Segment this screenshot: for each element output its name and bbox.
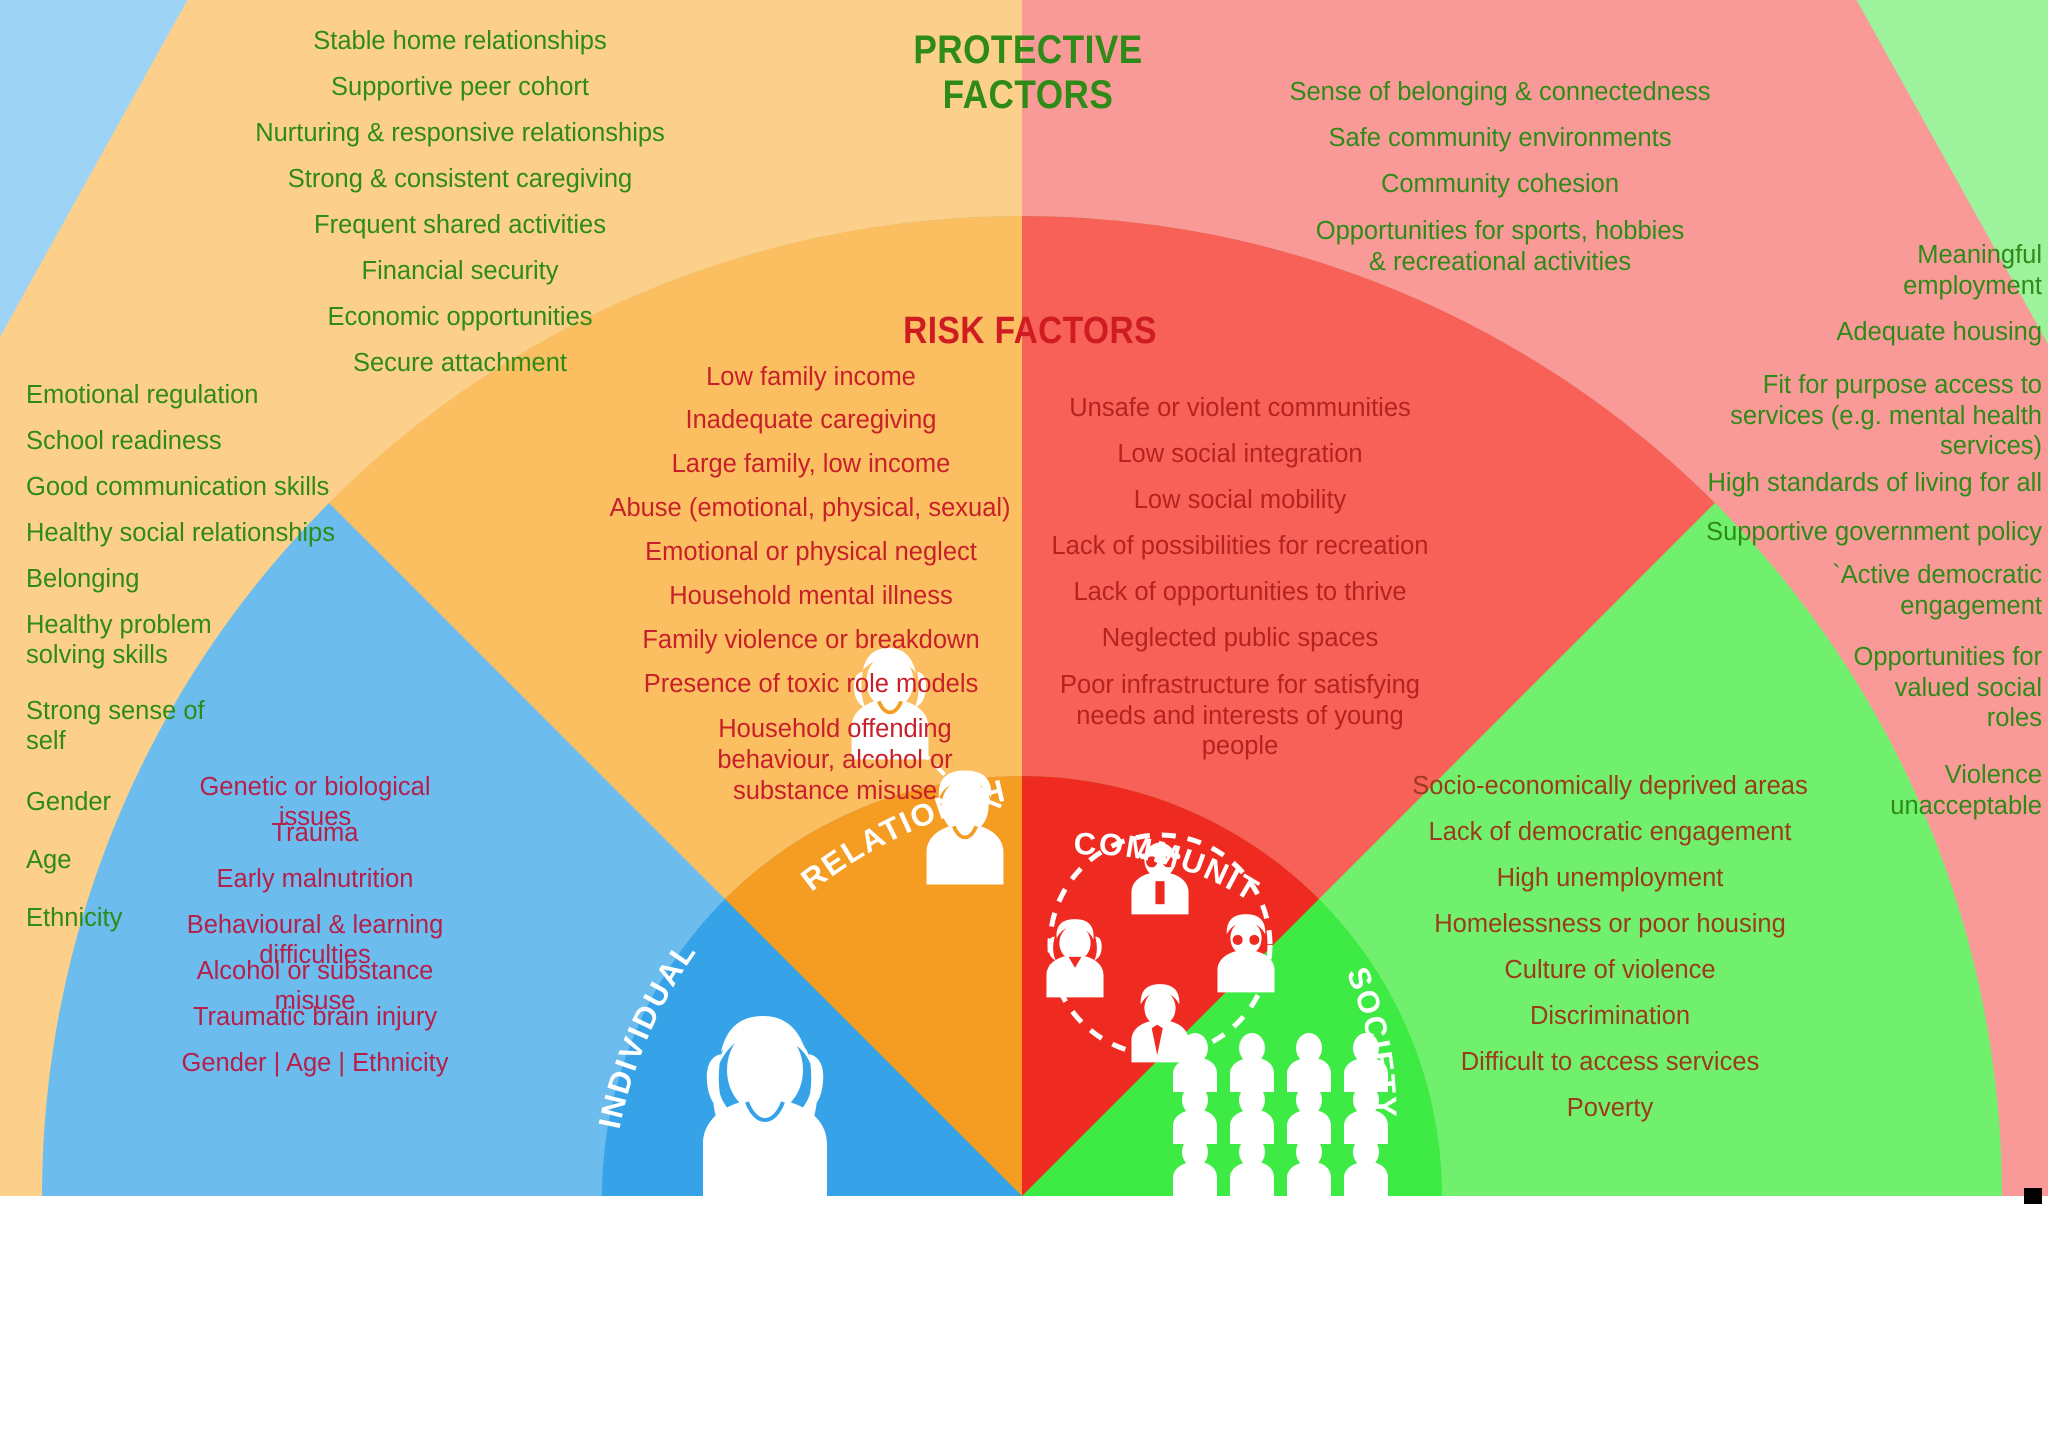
ecological-model-figure: INDIVIDUAL RELATIONSHIPS COMMUNITY SOCIE…	[0, 0, 2048, 1196]
relationships-protective-item: Stable home relationships	[313, 27, 607, 55]
individual-risk-item: Traumatic brain injury	[192, 1003, 438, 1031]
community-risk-item: Unsafe or violent communities	[1069, 394, 1411, 422]
society-risk-item: Homelessness or poor housing	[1434, 910, 1786, 938]
community-risk-item: Lack of opportunities to thrive	[1073, 578, 1407, 606]
individual-risk-item: Alcohol or substance misuse	[196, 957, 434, 1015]
society-protective-item: High standards of living for all	[1707, 469, 2042, 497]
relationships-risk-item: Household mental illness	[669, 582, 953, 610]
society-protective-item: Adequate housing	[1836, 318, 2042, 346]
community-protective-item: Community cohesion	[1380, 170, 1620, 198]
relationships-risk-item: Inadequate caregiving	[685, 406, 937, 434]
individual-protective-item: Age	[26, 846, 72, 874]
society-protective-item: Meaningful employment	[1903, 241, 2042, 300]
society-risk-item: Culture of violence	[1504, 956, 1716, 984]
society-risk-item: Difficult to access services	[1460, 1048, 1760, 1076]
individual-risk-item: Trauma	[271, 819, 359, 847]
relationships-risk-item: Family violence or breakdown	[642, 626, 980, 654]
individual-protective-item: Healthy social relationships	[26, 519, 335, 547]
fan-background: INDIVIDUAL RELATIONSHIPS COMMUNITY SOCIE…	[0, 0, 2048, 1196]
individual-protective-item: Gender	[26, 788, 112, 816]
society-protective-item: Opportunities for valued social roles	[1853, 643, 2042, 733]
relationships-protective-item: Strong & consistent caregiving	[287, 165, 633, 193]
society-risk-item: Socio-economically deprived areas	[1412, 772, 1808, 800]
individual-protective-item: Belonging	[26, 565, 140, 593]
individual-risk-item: Early malnutrition	[216, 865, 414, 893]
relationships-risk-item: Presence of toxic role models	[643, 670, 979, 698]
community-risk-item: Lack of possibilities for recreation	[1051, 532, 1429, 560]
community-protective-item: Safe community environments	[1328, 124, 1672, 152]
single-person-icon	[703, 1016, 827, 1196]
people-grid-icon	[1173, 1033, 1388, 1196]
society-risk-item: Poverty	[1566, 1094, 1654, 1122]
individual-protective-item: Emotional regulation	[26, 381, 259, 409]
society-risk-item: Discrimination	[1529, 1002, 1691, 1030]
community-risk-item: Neglected public spaces	[1101, 624, 1379, 652]
individual-protective-item: School readiness	[26, 427, 222, 455]
relationships-risk-item: Emotional or physical neglect	[645, 538, 977, 566]
individual-protective-item: Good communication skills	[26, 473, 330, 501]
relationships-protective-item: Economic opportunities	[327, 303, 593, 331]
relationships-risk-item: Household offending behaviour, alcohol o…	[717, 715, 953, 806]
society-protective-item: Violence unacceptable	[1890, 761, 2042, 820]
people-circle-group-icon	[1046, 832, 1275, 1063]
community-risk-item: Low social mobility	[1133, 486, 1347, 514]
community-protective-item: Sense of belonging & connectedness	[1289, 78, 1711, 106]
relationships-risk-item: Low family income	[706, 363, 916, 391]
relationships-protective-item: Nurturing & responsive relationships	[255, 119, 665, 147]
individual-risk-item: Behavioural & learning difficulties	[186, 911, 444, 969]
society-protective-item: Fit for purpose access to services (e.g.…	[1730, 371, 2042, 461]
relationships-protective-item: Secure attachment	[352, 349, 568, 377]
individual-protective-item: Ethnicity	[26, 904, 123, 932]
society-risk-item: High unemployment	[1496, 864, 1724, 892]
relationships-risk-item: Large family, low income	[671, 450, 951, 478]
community-risk-item: Poor infrastructure for satisfying needs…	[1060, 671, 1420, 761]
relationships-protective-item: Supportive peer cohort	[331, 73, 589, 101]
risk-factors-heading: RISK FACTORS	[903, 310, 1157, 352]
individual-protective-item: Healthy problem solving skills	[26, 611, 212, 669]
community-protective-item: Opportunities for sports, hobbies & recr…	[1315, 217, 1685, 276]
community-risk-item: Low social integration	[1117, 440, 1363, 468]
relationships-protective-item: Financial security	[361, 257, 559, 285]
society-protective-item: `Active democratic engagement	[1832, 561, 2042, 620]
community-core	[1022, 776, 1319, 1196]
society-risk-item: Lack of democratic engagement	[1428, 818, 1792, 846]
relationships-protective-item: Frequent shared activities	[314, 211, 606, 239]
individual-protective-item: Strong sense of self	[26, 697, 205, 755]
society-protective-item: Supportive government policy	[1706, 518, 2042, 546]
protective-factors-heading: PROTECTIVE FACTORS	[913, 28, 1143, 117]
relationships-risk-item: Abuse (emotional, physical, sexual)	[609, 494, 1011, 522]
individual-risk-item: Genetic or biological issues	[199, 773, 431, 831]
end-marker	[2024, 1188, 2042, 1204]
two-people-connected-icon	[851, 647, 1011, 885]
individual-risk-item: Gender | Age | Ethnicity	[181, 1049, 449, 1077]
